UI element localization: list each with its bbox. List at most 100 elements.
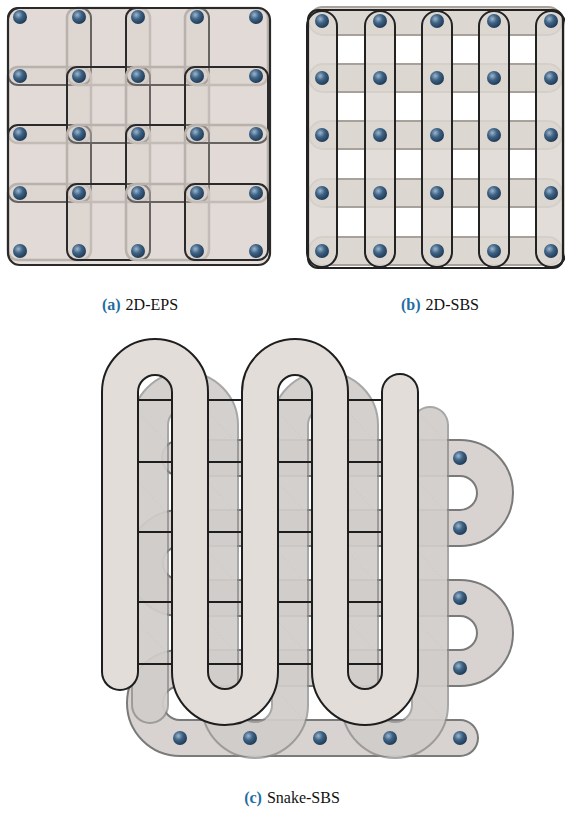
snake-rung <box>347 663 383 665</box>
site-dot <box>249 186 263 200</box>
snake-rung <box>277 601 313 603</box>
snake-rung <box>137 399 173 401</box>
site-dot <box>72 10 86 24</box>
snake-rung <box>347 531 383 533</box>
subfigure-title: 2D-EPS <box>126 296 178 313</box>
snake-rung <box>137 461 173 463</box>
site-dot <box>373 71 387 85</box>
site-dot <box>487 244 501 258</box>
site-dot <box>544 244 558 258</box>
site-dot <box>315 128 329 142</box>
site-dot <box>13 244 27 258</box>
site-dot <box>487 128 501 142</box>
site-dot <box>487 71 501 85</box>
site-dot <box>430 71 444 85</box>
snake-rung <box>277 663 313 665</box>
snake-rung <box>277 531 313 533</box>
site-dot <box>544 14 558 28</box>
subfigure-title: Snake-SBS <box>267 789 340 806</box>
snake-outline <box>120 357 400 707</box>
site-dot <box>315 14 329 28</box>
site-dot <box>243 731 257 745</box>
snake-rung <box>207 461 243 463</box>
subfigure-tag: (c) <box>244 789 262 806</box>
snake-rung <box>137 601 173 603</box>
column-string <box>365 11 395 267</box>
site-dot <box>131 244 145 258</box>
site-dot <box>72 186 86 200</box>
site-dot <box>190 186 204 200</box>
panel-outline <box>8 8 270 265</box>
snake-rung <box>207 663 243 665</box>
site-dot <box>373 128 387 142</box>
subfigure-tag: (a) <box>102 296 121 313</box>
site-dot <box>430 244 444 258</box>
site-dot <box>430 186 444 200</box>
site-dot <box>383 731 397 745</box>
site-dot <box>13 10 27 24</box>
site-dot <box>249 244 263 258</box>
subfigure-tag: (b) <box>401 296 421 313</box>
site-dot <box>313 731 327 745</box>
site-dot <box>131 69 145 83</box>
site-dot <box>131 127 145 141</box>
site-dot <box>430 14 444 28</box>
site-dot <box>131 10 145 24</box>
subfigure-caption: (b) 2D-SBS <box>401 296 479 314</box>
site-dot <box>173 731 187 745</box>
site-dot <box>13 69 27 83</box>
snake-rung <box>347 461 383 463</box>
subfigure-caption: (c) Snake-SBS <box>244 789 340 807</box>
snake-rung <box>277 399 313 401</box>
panel-ground <box>8 8 270 265</box>
site-dot <box>72 244 86 258</box>
site-dot <box>190 10 204 24</box>
site-dot <box>487 14 501 28</box>
site-dot <box>249 10 263 24</box>
site-dot <box>249 127 263 141</box>
site-dot <box>190 244 204 258</box>
snake-rung <box>207 531 243 533</box>
site-dot <box>315 71 329 85</box>
site-dot <box>453 521 467 535</box>
site-dot <box>315 244 329 258</box>
snake-rung <box>277 461 313 463</box>
site-dot <box>373 14 387 28</box>
site-dot <box>13 127 27 141</box>
site-dot <box>544 186 558 200</box>
site-dot <box>453 451 467 465</box>
column-string <box>479 11 509 267</box>
snake-rung <box>137 531 173 533</box>
site-dot <box>315 186 329 200</box>
plaquette <box>185 184 268 260</box>
snake-rung <box>207 399 243 401</box>
site-dot <box>249 69 263 83</box>
site-dot <box>487 186 501 200</box>
site-dot <box>544 71 558 85</box>
site-dot <box>373 244 387 258</box>
site-dot <box>453 661 467 675</box>
site-dot <box>72 127 86 141</box>
site-dot <box>453 591 467 605</box>
column-string <box>422 11 452 267</box>
site-dot <box>131 186 145 200</box>
column-string <box>307 11 337 267</box>
site-dot <box>190 69 204 83</box>
site-dot <box>190 127 204 141</box>
subfigure-title: 2D-SBS <box>426 296 479 313</box>
site-dot <box>544 128 558 142</box>
panel-ground <box>308 10 563 268</box>
snake-rung <box>347 601 383 603</box>
site-dot <box>13 186 27 200</box>
subfigure-caption: (a) 2D-EPS <box>102 296 178 314</box>
column-string <box>536 11 565 267</box>
panel-outline <box>308 10 563 268</box>
snake-body <box>120 357 400 707</box>
snake-rung <box>207 601 243 603</box>
snake-rung <box>137 663 173 665</box>
site-dot <box>430 128 444 142</box>
site-dot <box>72 69 86 83</box>
snake-rung <box>347 399 383 401</box>
site-dot <box>373 186 387 200</box>
